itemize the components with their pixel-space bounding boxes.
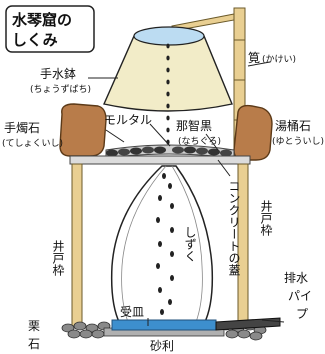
label-chozubachi: 手水鉢 — [40, 67, 76, 81]
label-ido-left: 井戸枠 — [51, 240, 65, 276]
yuoke-stone — [233, 104, 273, 161]
label-jari: 砂利 — [150, 339, 174, 353]
nachiguro-pebbles — [105, 144, 235, 159]
label-kakei: 筧 — [248, 50, 260, 65]
label-mortar: モルタル — [104, 113, 152, 127]
ukezara-dish — [111, 319, 217, 331]
label-kakei-reading: (かけい) — [262, 54, 296, 65]
water-droplets — [156, 43, 174, 315]
title-line1: 水琴窟の — [12, 11, 72, 29]
label-kuriishi-1: 栗 — [28, 319, 40, 333]
title-line2: しくみ — [12, 31, 58, 49]
well-frame-left — [71, 163, 83, 327]
label-ido-right: 井戸枠 — [259, 200, 273, 236]
drain-pipe — [215, 317, 281, 331]
label-chozubachi-reading: (ちょうずばち) — [30, 84, 91, 95]
label-concrete-lid: コンクリートの蓋 — [227, 180, 241, 276]
label-teshokuishi: 手燭石 — [4, 121, 40, 135]
label-nachiguro: 那智黒 — [176, 118, 212, 133]
bowl-water — [133, 26, 205, 46]
label-haisui-line2: パイ — [288, 289, 312, 303]
teshokuishi-stone — [59, 103, 107, 157]
label-yuoke: 湯桶石 — [275, 118, 311, 133]
label-teshokuishi-reading: (てしょくいし) — [2, 138, 63, 149]
label-kuriishi-2: 石 — [28, 337, 40, 351]
label-ukezara: 受皿 — [120, 305, 144, 319]
label-nachiguro-reading: (なちぐろ) — [178, 136, 221, 147]
label-shizuku: しずく — [183, 226, 197, 262]
label-haisui-line1: 排水 — [284, 271, 308, 285]
title-box: 水琴窟の しくみ — [5, 5, 95, 53]
title-frame — [5, 5, 95, 53]
label-yuoke-reading: (ゆとういし) — [272, 136, 324, 147]
concrete-lid — [69, 155, 251, 165]
buried-jar — [110, 165, 214, 325]
label-haisui-line3: プ — [296, 307, 308, 321]
